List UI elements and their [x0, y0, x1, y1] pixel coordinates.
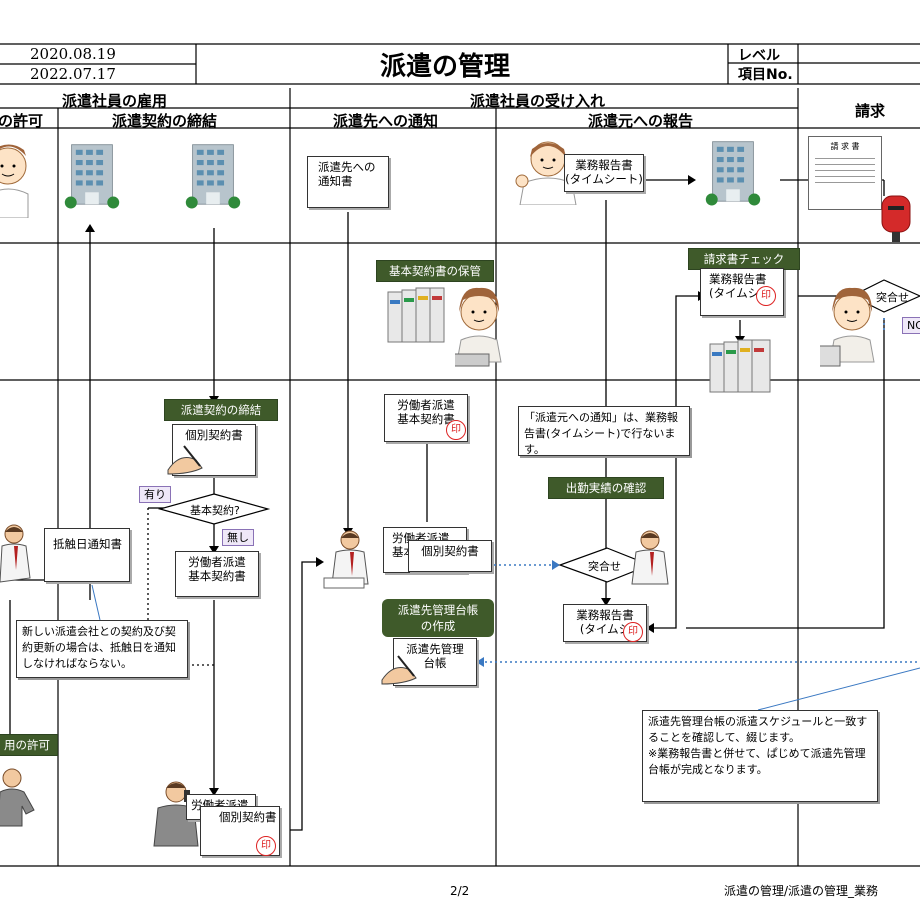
decision-match-mid: 突合せ: [588, 560, 621, 573]
individual-contract-low-doc: 個別契約書: [408, 540, 492, 572]
staff-woman-icon: [0, 144, 29, 218]
conflict-date-notice-doc: 抵触日通知書: [44, 528, 130, 582]
office-building-icon: [705, 141, 761, 206]
staff-woman-laptop-icon: [820, 287, 875, 367]
tag-ng: NG: [902, 317, 920, 334]
businessman-writing-icon: [323, 530, 369, 589]
businessman-writing-icon: [631, 530, 669, 585]
businessman-watch-icon: [0, 768, 35, 827]
document-path: 派遣の管理/派遣の管理_業務: [724, 884, 879, 898]
group-receiving: 派遣社員の受け入れ: [470, 92, 606, 110]
staff-woman-laptop-icon: [455, 287, 502, 367]
postbox-icon: [881, 195, 911, 242]
task-ledger-create: 派遣先管理台帳 の作成: [382, 599, 494, 637]
lane-contract: 派遣契約の締結: [112, 112, 218, 130]
businessman-writing-icon: [0, 524, 31, 583]
office-building-icon: [64, 144, 120, 209]
created-date: 2020.08.19: [30, 45, 116, 63]
decision-basic-contract: 基本契約?: [190, 504, 240, 517]
work-report-doc: 業務報告書 (タイムシート): [564, 154, 644, 192]
lane-report: 派遣元への報告: [588, 112, 694, 130]
item-no-label: 項目No.: [738, 67, 793, 83]
task-invoice-check: 請求書チェック: [688, 248, 800, 270]
decision-match-top: 突合せ: [876, 291, 909, 304]
page-title: 派遣の管理: [380, 52, 511, 82]
conflict-note: 新しい派遣会社との契約及び契 約更新の場合は、抵触日を通知 しなければならない。: [16, 620, 188, 678]
notify-note: 「派遣元への通知」は、業務報 告書(タイムシート)で行ないます。: [518, 406, 690, 456]
signing-hand-icon: [167, 445, 203, 475]
seal-stamp: 印: [756, 286, 776, 306]
level-label: レベル: [738, 48, 780, 64]
office-building-icon: [185, 144, 241, 209]
seal-stamp: 印: [446, 420, 466, 440]
staff-woman-icon: [515, 141, 577, 205]
task-employment-permit: 用の許可: [0, 734, 58, 756]
revised-date: 2022.07.17: [30, 65, 116, 83]
signing-hand-icon: [381, 655, 417, 685]
seal-stamp: 印: [256, 836, 276, 856]
ledger-note: 派遣先管理台帳の派遣スケジュールと一致す ることを確認して、綴じます。 ※業務報…: [642, 710, 878, 802]
worker-basic-contract-doc: 労働者派遣 基本契約書: [175, 551, 259, 597]
binders-icon: [387, 287, 445, 343]
tag-no: 無し: [222, 529, 254, 546]
invoice-document-icon: 請 求 書: [808, 136, 882, 210]
basic-contract-doc: 労働者派遣 基本契約書: [384, 394, 468, 442]
binders-icon: [709, 339, 771, 393]
tag-yes: 有り: [139, 486, 171, 503]
notify-document: 派遣先への 通知書: [307, 156, 389, 208]
task-contract-signing: 派遣契約の締結: [164, 399, 278, 421]
lane-permit: の許可: [0, 112, 44, 130]
seal-stamp: 印: [623, 622, 643, 642]
invoice-heading: 請 求 書: [830, 142, 860, 151]
task-basic-storage: 基本契約書の保管: [376, 260, 494, 282]
group-billing: 請求: [855, 102, 886, 120]
task-attendance-confirm: 出勤実績の確認: [548, 477, 664, 499]
lane-notify: 派遣先への通知: [333, 112, 439, 130]
page-number: 2/2: [450, 884, 470, 898]
group-hiring: 派遣社員の雇用: [62, 92, 168, 110]
